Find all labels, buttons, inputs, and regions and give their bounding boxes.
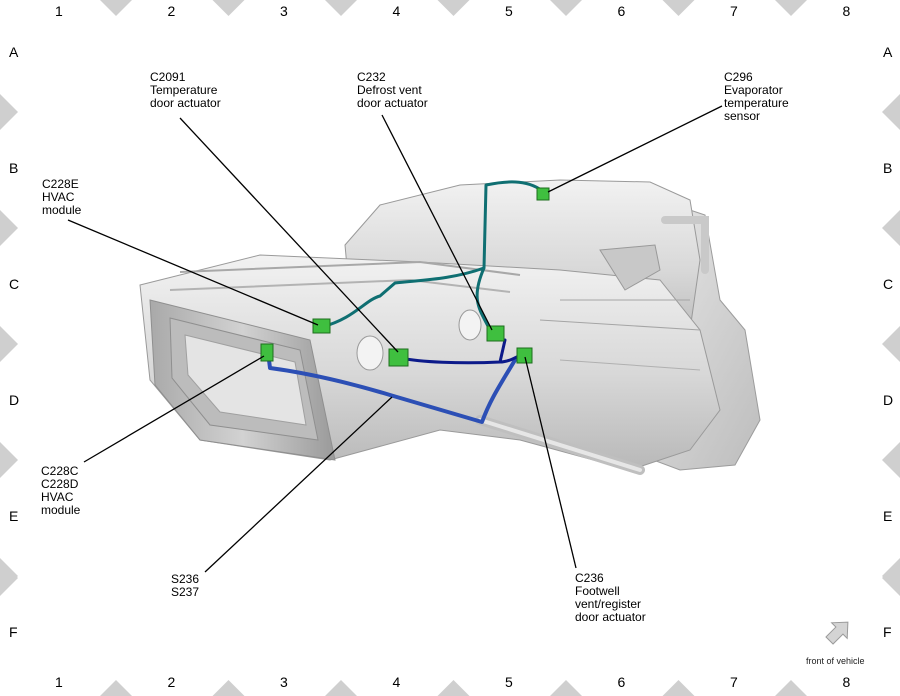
border-marker [882,210,900,246]
grid-column-label: 8 [842,3,851,19]
border-marker [212,680,245,696]
grid-column-label: 2 [167,3,176,19]
grid-row-label: B [883,160,893,176]
border-marker [550,0,582,16]
border-marker [775,0,807,16]
border-marker [325,680,357,696]
border-marker [212,0,245,16]
blue-wire [266,350,527,424]
connector-c228e [312,318,331,334]
label-c232: C232 Defrost vent door actuator [357,70,428,110]
grid-column-label: 7 [730,3,738,19]
grid-column-label: 5 [505,674,513,690]
grid-column-label: 3 [280,674,288,690]
border-marker [662,0,695,16]
grid-column-label: 4 [392,674,401,690]
connector-c232 [486,325,505,342]
grid-row-label: F [883,624,892,640]
border-marker [882,560,900,596]
grid-column-label: 2 [167,674,176,690]
border-marker [437,0,470,16]
grid-column-label: 3 [280,3,288,19]
grid-column-label: 6 [617,674,626,690]
label-c228c: C228C C228D HVAC module [41,464,81,517]
grid-row-label: A [9,44,19,60]
leader-lines [67,105,723,573]
connector-c296 [536,187,550,201]
connector-c2091 [388,348,409,367]
border-marker [437,680,470,696]
grid-column-label: 8 [842,674,851,690]
grid-row-label: B [9,160,19,176]
border-marker [325,0,357,16]
grid-column-label: 4 [392,3,401,19]
arrow-up-right-icon [825,621,849,645]
grid-column-label: 6 [617,3,626,19]
grid-column-label: 1 [55,3,63,19]
border-marker [662,680,695,696]
border-marker [0,442,18,478]
grid-column-label: 5 [505,3,513,19]
label-c236: C236 Footwell vent/register door actuato… [575,571,646,624]
border-marker [882,94,900,130]
label-s236: S236 S237 [171,572,200,599]
connectors [260,187,550,367]
label-c2091: C2091 Temperature door actuator [150,70,221,110]
border-marker [775,680,807,696]
grid-column-label: 7 [730,674,738,690]
front-of-vehicle-label: front of vehicle [806,656,865,666]
border-marker [550,680,582,696]
connector-c236 [516,347,533,364]
hvac-module-housing [139,179,761,475]
grid-row-label: D [883,392,894,408]
border-marker [0,210,18,246]
grid-row-label: C [883,276,894,292]
border-marker [100,0,132,16]
grid-row-label: E [883,508,893,524]
border-marker [0,560,18,596]
grid-column-label: 1 [55,674,63,690]
border-marker [882,326,900,362]
grid-row-label: F [9,624,18,640]
label-c228e: C228E HVAC module [42,177,82,217]
grid-row-label: A [883,44,893,60]
grid-row-label: E [9,508,19,524]
border-marker [0,94,18,130]
border-marker [0,326,18,362]
border-marker [882,442,900,478]
border-marker [100,680,132,696]
grid-row-label: D [9,392,20,408]
label-c296: C296 Evaporator temperature sensor [724,70,789,123]
connector-c228c [260,343,274,362]
grid-row-label: C [9,276,20,292]
